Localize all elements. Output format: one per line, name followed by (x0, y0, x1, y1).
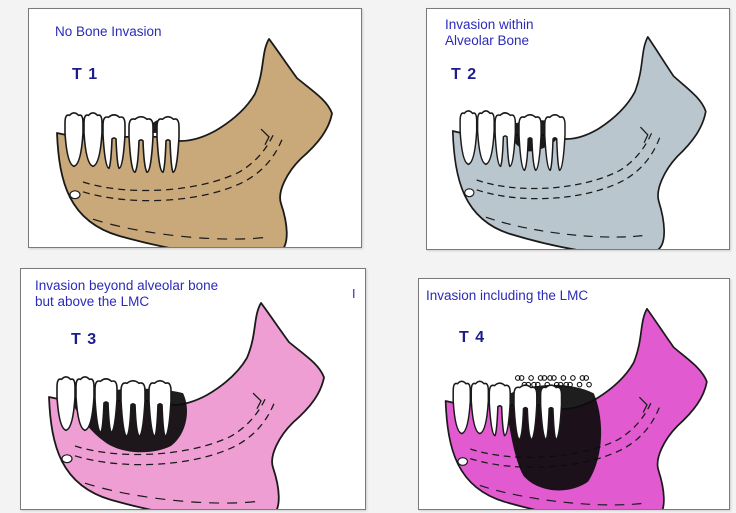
stage-label-t4: T 4 (459, 329, 485, 347)
mental-foramen (465, 189, 474, 197)
caption-line: No Bone Invasion (55, 24, 162, 40)
mandible-illustration-t4 (419, 279, 729, 509)
stage-label-t1: T 1 (72, 66, 98, 84)
mandible-illustration-t1 (29, 9, 361, 247)
mandible (57, 39, 332, 247)
stage-label-t2: T 2 (451, 66, 477, 84)
caption-line: Invasion including the LMC (426, 288, 588, 304)
caption-t2: Invasion within Alveolar Bone (445, 17, 534, 49)
panel-t4: Invasion including the LMC T 4 (418, 278, 730, 510)
caption-line: Alveolar Bone (445, 33, 534, 49)
panel-t2: Invasion within Alveolar Bone T 2 (426, 8, 730, 250)
caption-line: but above the LMC (35, 294, 218, 310)
caption-line: Invasion within (445, 17, 534, 33)
mental-foramen (70, 191, 80, 199)
caption-t1: No Bone Invasion (55, 24, 162, 40)
stage-label-t3: T 3 (71, 331, 97, 349)
stray-text-mark: I (352, 287, 356, 301)
panel-t1: No Bone Invasion T 1 (28, 8, 362, 248)
caption-t4: Invasion including the LMC (426, 288, 588, 304)
panel-t3: Invasion beyond alveolar bone but above … (20, 268, 366, 510)
mental-foramen (458, 458, 468, 466)
mental-foramen (62, 455, 72, 463)
caption-t3: Invasion beyond alveolar bone but above … (35, 278, 218, 310)
mandible (453, 37, 706, 249)
caption-line: Invasion beyond alveolar bone (35, 278, 218, 294)
